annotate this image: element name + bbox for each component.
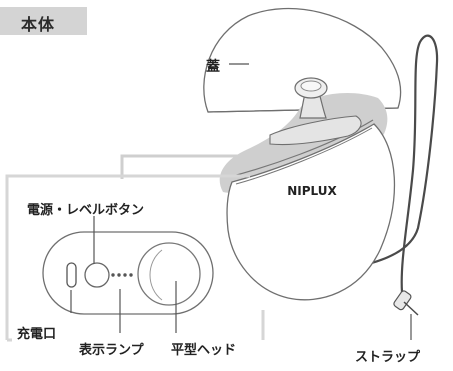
- device-back-panel: [42, 231, 214, 315]
- charging-port-icon: [66, 262, 77, 288]
- lid-shell: [203, 7, 402, 113]
- leader-lines: [70, 216, 412, 340]
- indicator-lamp-icon: [111, 273, 133, 277]
- label-charging-port: 充電口: [17, 327, 57, 342]
- label-power-button: 電源・レベルボタン: [27, 203, 145, 218]
- device-body: [226, 123, 396, 301]
- label-indicator-lamp: 表示ランプ: [79, 343, 144, 358]
- strap-connector: [393, 290, 419, 316]
- massage-head-knob: [269, 77, 362, 146]
- callout-connector: [120, 154, 250, 179]
- label-lid: 蓋: [206, 59, 220, 75]
- label-strap: ストラップ: [355, 350, 421, 365]
- power-level-button-icon: [84, 262, 110, 288]
- flat-head-icon: [137, 242, 201, 306]
- inset-frame: [5, 174, 265, 340]
- section-title-text: 本体: [21, 15, 56, 34]
- brand-logo: NIPLUX: [287, 184, 337, 198]
- section-title: 本体: [0, 7, 87, 35]
- label-flat-head: 平型ヘッド: [171, 343, 237, 358]
- strap-icon: [336, 34, 439, 294]
